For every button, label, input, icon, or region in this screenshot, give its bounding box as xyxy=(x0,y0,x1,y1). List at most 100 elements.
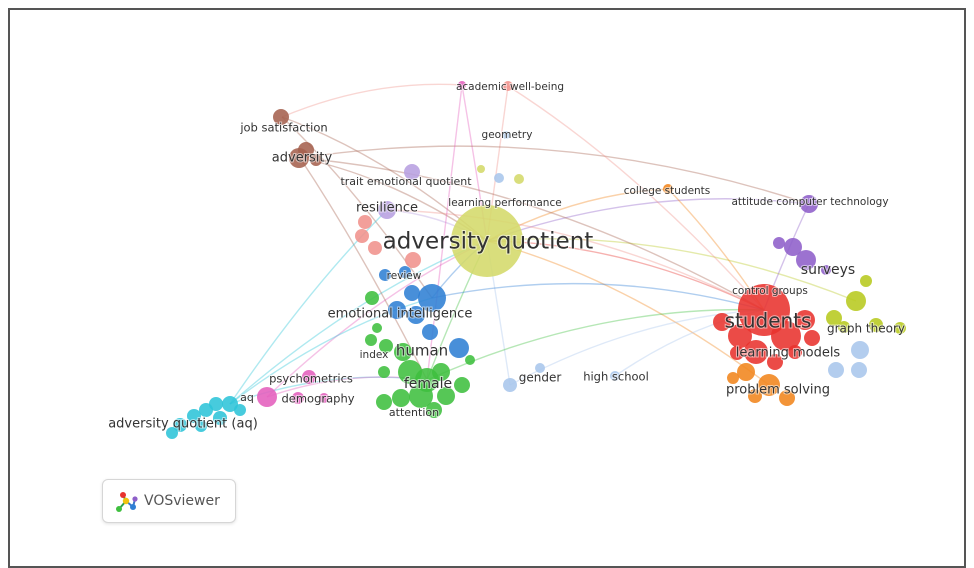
network-node[interactable] xyxy=(222,396,238,412)
network-node[interactable] xyxy=(310,154,322,166)
node-label[interactable]: adversity xyxy=(271,150,334,167)
node-label[interactable]: students xyxy=(724,308,813,334)
network-node[interactable] xyxy=(379,269,391,281)
network-node[interactable] xyxy=(713,313,731,331)
network-node[interactable] xyxy=(779,390,795,406)
network-node[interactable] xyxy=(502,131,510,139)
network-node[interactable] xyxy=(187,409,201,423)
node-label[interactable]: control groups xyxy=(731,284,809,298)
network-node[interactable] xyxy=(535,363,545,373)
node-label[interactable]: geometry xyxy=(481,128,534,142)
network-node[interactable] xyxy=(399,266,411,278)
network-node[interactable] xyxy=(788,345,802,359)
network-node[interactable] xyxy=(437,387,455,405)
network-node[interactable] xyxy=(355,229,369,243)
network-node[interactable] xyxy=(379,339,393,353)
network-node[interactable] xyxy=(838,321,850,333)
network-node[interactable] xyxy=(748,389,762,403)
node-label[interactable]: job satisfaction xyxy=(238,120,328,136)
network-node[interactable] xyxy=(894,322,906,334)
network-node[interactable] xyxy=(494,173,504,183)
network-node[interactable] xyxy=(173,418,187,432)
network-node[interactable] xyxy=(860,275,872,287)
network-node[interactable] xyxy=(365,291,379,305)
node-label[interactable]: attitude computer technology xyxy=(730,195,889,209)
node-label[interactable]: problem solving xyxy=(725,382,831,399)
network-node[interactable] xyxy=(368,241,382,255)
network-node[interactable] xyxy=(195,420,207,432)
network-node[interactable] xyxy=(405,252,421,268)
network-node[interactable] xyxy=(213,411,227,425)
network-node[interactable] xyxy=(727,372,739,384)
network-node[interactable] xyxy=(199,403,213,417)
node-label[interactable]: surveys xyxy=(800,261,856,279)
node-label[interactable]: high school xyxy=(582,369,650,385)
network-node[interactable] xyxy=(234,404,246,416)
network-node[interactable] xyxy=(451,205,523,277)
network-node[interactable] xyxy=(409,384,433,408)
network-node[interactable] xyxy=(454,377,470,393)
node-label[interactable]: review xyxy=(386,269,423,283)
network-node[interactable] xyxy=(418,284,446,312)
vosviewer-logo[interactable]: VOSviewer xyxy=(102,479,236,523)
bibliometric-network-map[interactable]: academic well-being job satisfaction geome… xyxy=(0,0,974,545)
network-node[interactable] xyxy=(458,81,466,89)
network-node[interactable] xyxy=(372,323,382,333)
network-node[interactable] xyxy=(358,215,372,229)
node-label[interactable]: gender xyxy=(518,370,563,386)
node-label[interactable]: female xyxy=(403,375,453,393)
node-label[interactable]: demography xyxy=(280,391,355,407)
network-node[interactable] xyxy=(514,174,524,184)
node-label[interactable]: adversity quotient (aq) xyxy=(107,416,259,433)
network-node[interactable] xyxy=(365,334,377,346)
network-node[interactable] xyxy=(378,366,390,378)
network-node[interactable] xyxy=(728,324,752,348)
network-node[interactable] xyxy=(804,330,820,346)
network-node[interactable] xyxy=(796,250,816,270)
network-node[interactable] xyxy=(404,164,420,180)
network-node[interactable] xyxy=(432,363,450,381)
network-node[interactable] xyxy=(166,427,178,439)
node-label[interactable]: academic well-being xyxy=(455,80,565,94)
network-node[interactable] xyxy=(422,324,438,340)
network-node[interactable] xyxy=(821,265,831,275)
network-node[interactable] xyxy=(477,165,485,173)
network-node[interactable] xyxy=(851,341,869,359)
network-node[interactable] xyxy=(773,237,785,249)
network-node[interactable] xyxy=(273,109,289,125)
node-label[interactable]: psychometrics xyxy=(268,371,354,387)
network-node[interactable] xyxy=(826,310,842,326)
network-node[interactable] xyxy=(319,393,329,403)
node-label[interactable]: learning performance xyxy=(447,196,562,210)
network-node[interactable] xyxy=(784,238,802,256)
node-label[interactable]: trait emotional quotient xyxy=(339,174,473,189)
network-node[interactable] xyxy=(771,321,801,351)
network-node[interactable] xyxy=(503,81,513,91)
node-label[interactable]: emotional intelligence xyxy=(327,306,474,323)
network-node[interactable] xyxy=(449,338,469,358)
network-node[interactable] xyxy=(744,340,768,364)
network-node[interactable] xyxy=(404,285,420,301)
network-node[interactable] xyxy=(257,387,277,407)
network-node[interactable] xyxy=(302,370,316,384)
node-label[interactable]: college students xyxy=(623,184,712,198)
network-node[interactable] xyxy=(869,318,883,332)
network-node[interactable] xyxy=(392,389,410,407)
network-node[interactable] xyxy=(298,142,314,158)
network-node[interactable] xyxy=(376,394,392,410)
network-node[interactable] xyxy=(730,346,744,360)
network-node[interactable] xyxy=(737,363,755,381)
network-node[interactable] xyxy=(663,184,673,194)
node-label[interactable]: resilience xyxy=(355,200,419,217)
node-label[interactable]: attention xyxy=(388,405,440,420)
network-node[interactable] xyxy=(758,374,780,396)
network-node[interactable] xyxy=(426,402,442,418)
network-node[interactable] xyxy=(292,392,304,404)
network-node[interactable] xyxy=(407,306,425,324)
network-node[interactable] xyxy=(465,355,475,365)
node-label[interactable]: adversity quotient xyxy=(382,228,595,256)
node-label[interactable]: learning models xyxy=(735,345,842,362)
network-node[interactable] xyxy=(800,195,818,213)
node-label[interactable]: index xyxy=(359,348,390,362)
network-node[interactable] xyxy=(767,354,783,370)
